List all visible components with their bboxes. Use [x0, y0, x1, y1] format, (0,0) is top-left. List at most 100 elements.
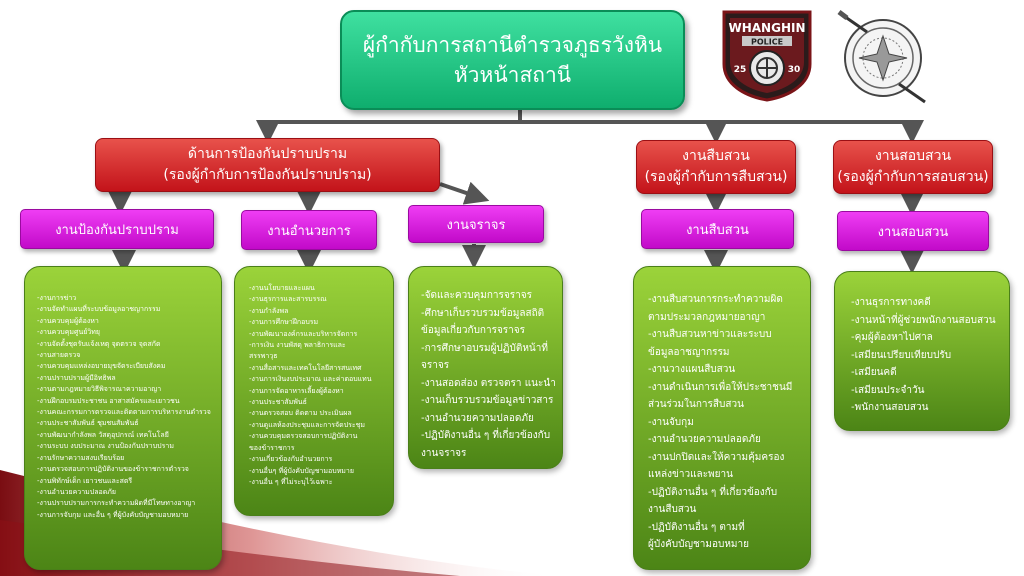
- station-chief-box: ผู้กำกับการสถานีตำรวจภูธรวังหิน หัวหน้าส…: [340, 10, 685, 110]
- list-item: -งานระบบ งบประมาณ งานป้องกันปราบปราม: [37, 442, 174, 451]
- deputy-prevention-box: ด้านการป้องกันปราบปราม (รองผู้กำกับการป้…: [95, 138, 440, 192]
- list-item: จราจร: [421, 360, 450, 371]
- list-item: -งานการเงินงบประมาณ และค่าตอบแทน: [249, 375, 372, 384]
- whanghin-police-badge-logo: WHANGHIN POLICE 25 30: [722, 10, 812, 102]
- list-item: -ศึกษาเก็บรวบรวมข้อมูลสถิติ: [421, 307, 545, 319]
- chief-title-line1: ผู้กำกับการสถานีตำรวจภูธรวังหิน: [362, 33, 663, 57]
- unit-admin-box: งานอำนวยการ: [241, 210, 377, 250]
- list-item: -งานสืบสวนหาข่าวและระบบ: [648, 329, 772, 340]
- list-item: -งานสอดส่อง ตรวจตรา แนะนำ: [421, 377, 556, 389]
- list-item: -งานวางแผนสืบสวน: [648, 364, 736, 375]
- list-item: -งานธุรการทางคดี: [851, 297, 931, 308]
- list-item: -การเงิน งานพัสดุ พลาธิการและ: [249, 341, 346, 350]
- duties-investigation-box: -งานสืบสวนการกระทำความผิด ตามประมวลกฎหมา…: [633, 266, 811, 570]
- list-item: -งานสายตรวจ: [37, 351, 81, 360]
- list-item: งานจราจร: [421, 447, 467, 459]
- unit-inquiry-box: งานสอบสวน: [837, 211, 989, 251]
- deputy-investigation-box: งานสืบสวน (รองผู้กำกับการสืบสวน): [636, 140, 796, 194]
- deputy-inquiry-line1: งานสอบสวน: [874, 148, 952, 164]
- badge-sub: POLICE: [751, 38, 783, 47]
- unit-prevention-box: งานป้องกันปราบปราม: [20, 209, 214, 249]
- list-item: -งานประชาสัมพันธ์ ชุมชนสัมพันธ์: [37, 419, 139, 428]
- list-item: -งานฝึกอบรมประชาชน อาสาสมัครและเยาวชน: [37, 396, 180, 405]
- list-item: -การศึกษาอบรมผู้ปฏิบัติหน้าที่: [421, 342, 548, 354]
- badge-right-num: 30: [788, 65, 801, 75]
- police-emblem-seal-logo: [837, 10, 926, 104]
- badge-left-num: 25: [734, 65, 747, 75]
- list-item: -งานอำนวยความปลอดภัย: [421, 412, 534, 424]
- list-item: -คุมผู้ต้องหาไปศาล: [851, 332, 933, 343]
- duties-investigation-list: -งานสืบสวนการกระทำความผิด ตามประมวลกฎหมา…: [648, 291, 810, 554]
- list-item: -งานพัฒนาองค์กรและบริหารจัดการ: [249, 329, 358, 338]
- deputy-prevention-line2: (รองผู้กำกับการป้องกันปราบปราม): [163, 167, 372, 183]
- list-item: ข้อมูลเกี่ยวกับการจราจร: [421, 325, 526, 336]
- list-item: -งานพิทักษ์เด็ก เยาวชนและสตรี: [37, 476, 133, 485]
- unit-investigation-box: งานสืบสวน: [641, 209, 794, 249]
- list-item: -งานปกปิดและให้ความคุ้มครอง: [648, 451, 785, 463]
- badge-text: WHANGHIN: [728, 21, 805, 35]
- duties-traffic-list: -จัดและควบคุมการจราจร -ศึกษาเก็บรวบรวมข้…: [421, 287, 562, 462]
- list-item: -งานอื่น ๆ ที่ไม่ระบุไว้เฉพาะ: [249, 477, 333, 486]
- list-item: -เสมียนคดี: [851, 367, 897, 378]
- list-item: -งานคณะกรรมการตรวจและติดตามการบริหารงานต…: [37, 408, 211, 417]
- list-item: -งานจัดทำแผนที่ระบบข้อมูลอาชญากรรม: [37, 305, 161, 314]
- deputy-inquiry-box: งานสอบสวน (รองผู้กำกับการสอบสวน): [833, 140, 993, 194]
- deputy-investigation-line2: (รองผู้กำกับการสืบสวน): [644, 169, 788, 185]
- list-item: -งานกำลังพล: [249, 306, 289, 315]
- list-item: สรรพาวุธ: [249, 352, 278, 361]
- chief-title-line2: หัวหน้าสถานี: [453, 63, 572, 87]
- list-item: -งานอำนวยความปลอดภัย: [37, 487, 116, 496]
- duties-prevention-box: -งานการข่าว -งานจัดทำแผนที่ระบบข้อมูลอาช…: [24, 266, 222, 570]
- list-item: -ปฏิบัติงานอื่น ๆ ตามที่: [648, 521, 745, 533]
- list-item: -งานจัดตั้งชุดรับแจ้งเหตุ จุดตรวจ จุดสกั…: [37, 339, 161, 348]
- list-item: งานสืบสวน: [648, 504, 697, 515]
- list-item: -งานตรวจสอบ ติดตาม ประเมินผล: [249, 409, 352, 418]
- list-item: ส่วนร่วมในการสืบสวน: [648, 399, 744, 410]
- list-item: -งานดูแลห้องประชุมและการจัดประชุม: [249, 420, 366, 429]
- list-item: -งานประชาสัมพันธ์: [249, 398, 307, 407]
- duties-inquiry-list: -งานธุรการทางคดี -งานหน้าที่ผู้ช่วยพนักง…: [851, 294, 1009, 417]
- list-item: -งานตรวจสอบการปฏิบัติงานของข้าราชการตำรว…: [37, 465, 189, 474]
- list-item: -ปฏิบัติงานอื่น ๆ ที่เกี่ยวข้องกับ: [421, 430, 551, 441]
- duties-admin-box: -งานนโยบายและแผน -งานธุรการและสารบรรณ -ง…: [234, 266, 394, 516]
- list-item: -งานสืบสวนการกระทำความผิด: [648, 294, 783, 305]
- duties-traffic-box: -จัดและควบคุมการจราจร -ศึกษาเก็บรวบรวมข้…: [408, 266, 563, 469]
- list-item: ข้อมูลอาชญากรรม: [648, 346, 730, 358]
- list-item: -งานจับกุม: [648, 416, 694, 428]
- list-item: -งานอื่นๆ ที่ผู้บังคับบัญชามอบหมาย: [249, 466, 354, 475]
- list-item: -งานปราบปรามการกระทำความผิดที่มีโทษทางอา…: [37, 499, 196, 508]
- list-item: -งานสื่อสารและเทคโนโลยีสารสนเทศ: [249, 363, 362, 372]
- list-item: -งานควบคุมแหล่งอบายมุขจัดระเบียบสังคม: [37, 362, 166, 371]
- list-item: -พนักงานสอบสวน: [851, 402, 929, 413]
- deputy-prevention-line1: ด้านการป้องกันปราบปราม: [187, 146, 348, 162]
- list-item: แหล่งข่าวและพยาน: [648, 469, 733, 480]
- list-item: -งานธุรการและสารบรรณ: [249, 295, 327, 304]
- list-item: -งานเก็บรวบรวมข้อมูลข่าวสาร: [421, 395, 554, 406]
- list-item: -งานควบคุมผู้ต้องหา: [37, 316, 99, 325]
- list-item: -งานพัฒนากำลังพล วัสดุอุปกรณ์ เทคโนโลยี: [37, 430, 169, 439]
- list-item: -งานการศึกษาฝึกอบรม: [249, 318, 319, 327]
- list-item: -งานควบคุมตรวจสอบการปฏิบัติงาน: [249, 432, 358, 441]
- duties-inquiry-box: -งานธุรการทางคดี -งานหน้าที่ผู้ช่วยพนักง…: [834, 271, 1010, 431]
- list-item: -งานอำนวยความปลอดภัย: [648, 434, 761, 445]
- duties-prevention-list: -งานการข่าว -งานจัดทำแผนที่ระบบข้อมูลอาช…: [37, 293, 221, 521]
- list-item: -งานนโยบายและแผน: [249, 284, 315, 292]
- list-item: -ปฏิบัติงานอื่น ๆ ที่เกี่ยวข้องกับ: [648, 486, 778, 498]
- list-item: -งานตามกฎหมายวิธีพิจารณาความอาญา: [37, 385, 162, 394]
- list-item: -งานหน้าที่ผู้ช่วยพนักงานสอบสวน: [851, 314, 996, 326]
- list-item: ของข้าราชการ: [249, 443, 295, 452]
- list-item: -งานการจับกุม และอื่น ๆ ที่ผู้บังคับบัญช…: [37, 510, 189, 519]
- list-item: ตามประมวลกฎหมายอาญา: [648, 311, 766, 323]
- list-item: -งานการข่าว: [37, 294, 77, 302]
- list-item: -งานควบคุมศูนย์วิทยุ: [37, 328, 100, 337]
- deputy-investigation-line1: งานสืบสวน: [682, 148, 750, 164]
- list-item: -งานปราบปรามผู้มีอิทธิพล: [37, 373, 116, 382]
- list-item: ผู้บังคับบัญชามอบหมาย: [648, 539, 750, 550]
- duties-admin-list: -งานนโยบายและแผน -งานธุรการและสารบรรณ -ง…: [249, 283, 393, 488]
- list-item: -งานรักษาความสงบเรียบร้อย: [37, 453, 125, 462]
- list-item: -งานการจัดอาหารเลี้ยงผู้ต้องหา: [249, 386, 344, 395]
- deputy-inquiry-line2: (รองผู้กำกับการสอบสวน): [837, 169, 989, 185]
- list-item: -เสมียนประจำวัน: [851, 384, 925, 396]
- list-item: -เสมียนเปรียบเทียบปรับ: [851, 349, 952, 361]
